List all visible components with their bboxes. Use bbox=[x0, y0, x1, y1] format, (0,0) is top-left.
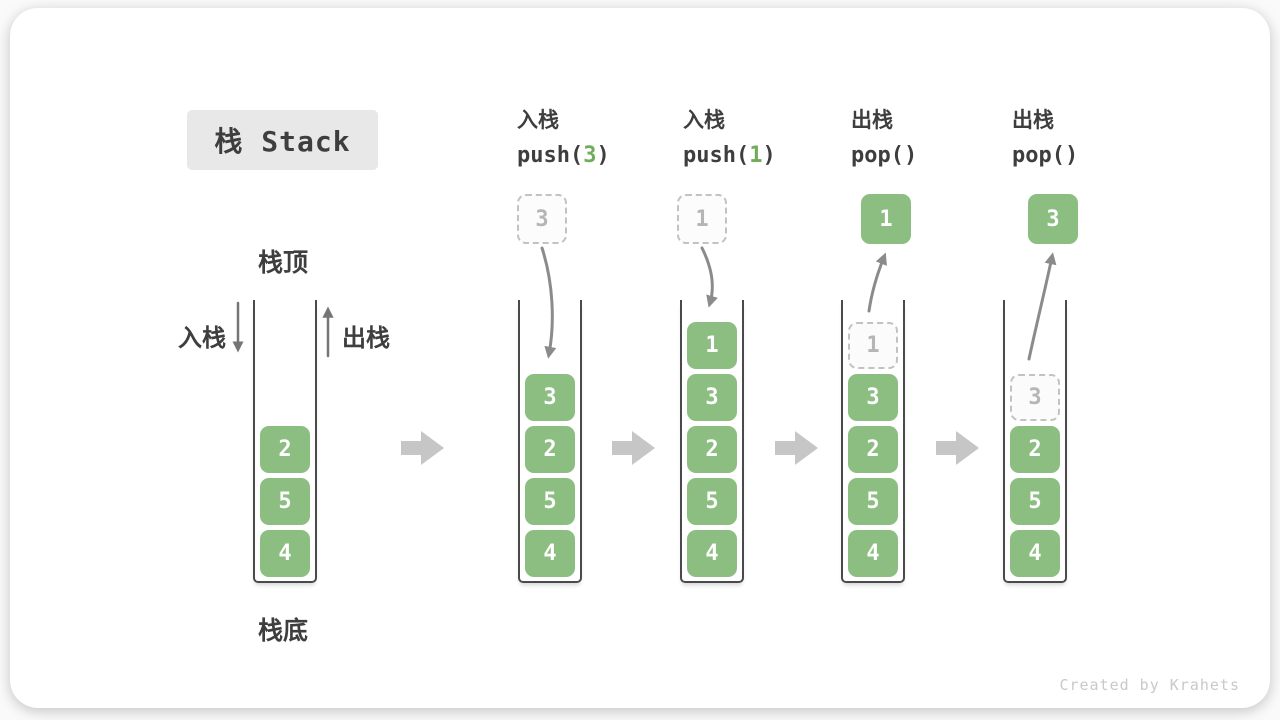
stack-bottom-label: 栈底 bbox=[257, 616, 308, 645]
float-4: 1 bbox=[861, 194, 911, 244]
stack-cell: 3 bbox=[1010, 374, 1060, 421]
stack-cell: 5 bbox=[687, 478, 737, 525]
op-code: push(3) bbox=[517, 143, 610, 168]
stack-cell: 1 bbox=[848, 322, 898, 369]
op-arg: 1 bbox=[749, 143, 763, 168]
op-code: pop() bbox=[851, 143, 918, 168]
stack-cell: 2 bbox=[260, 426, 310, 473]
op-name: 出栈 bbox=[851, 108, 893, 132]
stack-top-label: 栈顶 bbox=[257, 248, 308, 277]
op-arg: 3 bbox=[583, 143, 597, 168]
stack-1: 2 5 4 bbox=[253, 300, 317, 583]
stack-cell: 5 bbox=[525, 478, 575, 525]
op-name: 出栈 bbox=[1012, 108, 1054, 132]
op-label-pop-2: 出栈 pop() bbox=[1012, 107, 1078, 169]
stack-cell: 3 bbox=[848, 374, 898, 421]
credit-text: Created by Krahets bbox=[1059, 676, 1240, 694]
stack-cell: 4 bbox=[848, 530, 898, 577]
stack-5: 3 2 5 4 bbox=[1003, 300, 1067, 583]
stack-1-cells: 2 5 4 bbox=[255, 426, 315, 581]
op-label-pop-1: 出栈 pop() bbox=[851, 107, 917, 169]
stack-cell: 4 bbox=[1010, 530, 1060, 577]
op-name: 入栈 bbox=[683, 108, 725, 132]
diagram-title-text: 栈 Stack bbox=[214, 125, 351, 158]
push-side-label: 入栈 bbox=[178, 324, 226, 352]
stack-cell: 4 bbox=[687, 530, 737, 577]
pop-side-label: 出栈 bbox=[342, 324, 390, 352]
stack-cell: 2 bbox=[525, 426, 575, 473]
stack-cell: 4 bbox=[525, 530, 575, 577]
op-label-push-3: 入栈 push(3) bbox=[517, 107, 610, 169]
op-code: pop() bbox=[1012, 143, 1079, 168]
float-5: 3 bbox=[1028, 194, 1078, 244]
stack-4-cells: 1 3 2 5 4 bbox=[843, 322, 903, 581]
float-2: 3 bbox=[517, 194, 567, 244]
stack-cell: 3 bbox=[525, 374, 575, 421]
op-code: push(1) bbox=[683, 143, 776, 168]
stack-cell: 2 bbox=[687, 426, 737, 473]
diagram-title: 栈 Stack bbox=[187, 110, 378, 170]
stack-2: 3 2 5 4 bbox=[518, 300, 582, 583]
op-name: 入栈 bbox=[517, 108, 559, 132]
stack-cell: 2 bbox=[848, 426, 898, 473]
stack-cell: 1 bbox=[687, 322, 737, 369]
stack-cell: 4 bbox=[260, 530, 310, 577]
stack-2-cells: 3 2 5 4 bbox=[520, 374, 580, 581]
stack-5-cells: 3 2 5 4 bbox=[1005, 374, 1065, 581]
stack-cell: 5 bbox=[1010, 478, 1060, 525]
float-3: 1 bbox=[677, 194, 727, 244]
stack-4: 1 3 2 5 4 bbox=[841, 300, 905, 583]
stack-3: 1 3 2 5 4 bbox=[680, 300, 744, 583]
stack-cell: 3 bbox=[687, 374, 737, 421]
op-label-push-1: 入栈 push(1) bbox=[683, 107, 776, 169]
stack-cell: 5 bbox=[848, 478, 898, 525]
stack-cell: 5 bbox=[260, 478, 310, 525]
stack-3-cells: 1 3 2 5 4 bbox=[682, 322, 742, 581]
stack-cell: 2 bbox=[1010, 426, 1060, 473]
